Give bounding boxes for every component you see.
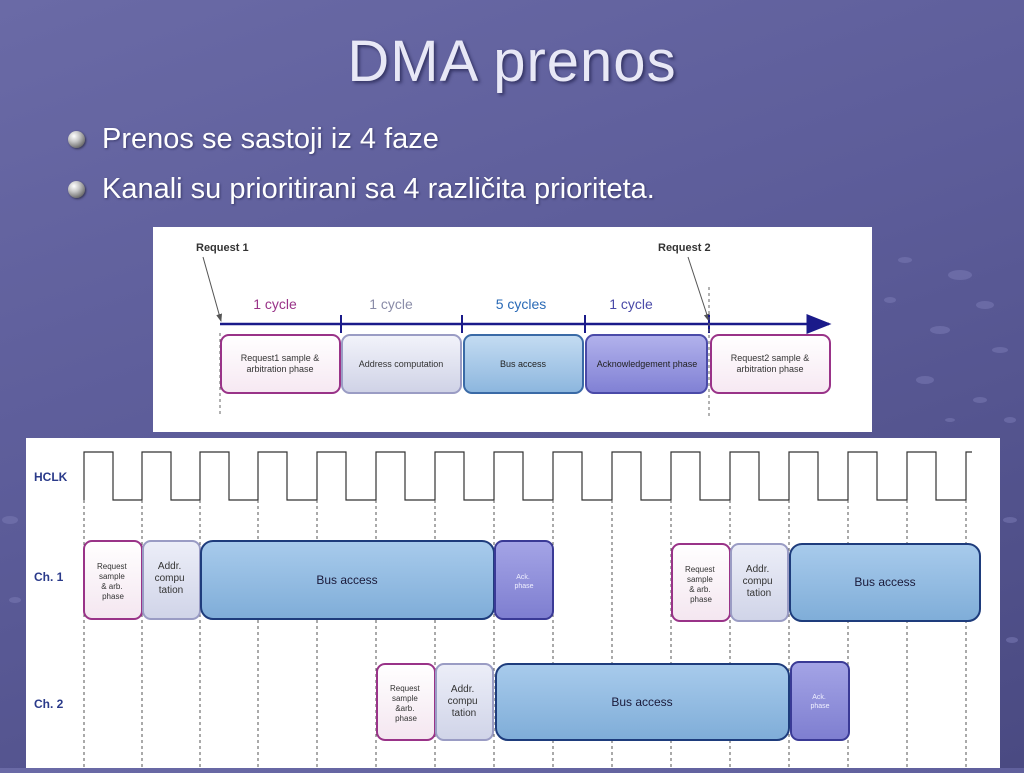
box-text: & arb. (689, 585, 710, 594)
request1-pointer (202, 256, 222, 322)
box-text: tation (159, 585, 183, 596)
box-text: Addr. (451, 684, 474, 695)
request1-label: Request 1 (196, 242, 249, 254)
box-text: & arb. (101, 582, 122, 591)
svg-text:Request sample & a: Request sample & arb. phase (685, 565, 717, 604)
box-text: Addr. (158, 561, 181, 572)
phase-box-text: Bus access (500, 359, 547, 369)
box-text: sample (392, 694, 418, 703)
box-text: phase (395, 714, 417, 723)
box-text: sample (99, 572, 125, 581)
svg-text:Ack. phase: Ack. phase (514, 574, 533, 590)
svg-text:Addr. compu tation: Addr. compu tation (743, 564, 776, 599)
box-text: sample (687, 575, 713, 584)
box-text: Request (685, 565, 716, 574)
phase-box-text: arbitration phase (246, 364, 313, 374)
request2-label: Request 2 (658, 242, 711, 254)
cycle-label: 1 cycle (609, 296, 653, 312)
slide-title: DMA prenos (347, 29, 677, 94)
cycle-label: 1 cycle (369, 296, 413, 312)
sphere-bullet-icon (68, 131, 85, 148)
box-text: Request (97, 562, 128, 571)
phase-box-text: Acknowledgement phase (597, 359, 698, 369)
bullet-text: Prenos se sastoji iz 4 faze (102, 123, 439, 155)
channel-label: Ch. 2 (34, 697, 64, 711)
svg-text:Addr. compu tation: Addr. compu tation (448, 684, 481, 719)
phase-box-text: Address computation (359, 359, 444, 369)
sphere-bullet-icon (68, 181, 85, 198)
phase-box-request1 (220, 334, 341, 394)
hclk-waveform (83, 451, 972, 501)
box-text: tation (747, 588, 771, 599)
timing-diagram: HCLK Ch. 1 Ch. 2 Request sample (26, 438, 1000, 768)
ch2-addr-box (435, 663, 494, 741)
cycle-label: 5 cycles (496, 296, 547, 312)
cycle-label: 1 cycle (253, 296, 297, 312)
bullet-list: Prenos se sastoji iz 4 faze Kanali su pr… (68, 120, 655, 220)
phase-box-request2 (710, 334, 831, 394)
box-text: Request (390, 684, 421, 693)
bullet-text: Kanali su prioritirani sa 4 različita pr… (102, 173, 655, 205)
phase-box-address (341, 334, 462, 394)
channel-label: Ch. 1 (34, 570, 64, 584)
box-text: tation (452, 708, 476, 719)
ch1-addr-box (730, 543, 789, 622)
bus-access-label: Bus access (854, 575, 915, 589)
phase-diagram: Request 1 Request 2 1 cycle 1 cycle 5 cy… (153, 227, 872, 432)
box-text: phase (102, 592, 124, 601)
bus-access-label: Bus access (316, 573, 377, 587)
svg-text:Addr. compu tation: Addr. compu tation (155, 561, 188, 596)
ch2-bus-box (495, 663, 790, 741)
svg-text:Ack. phase: Ack. phase (810, 694, 829, 710)
phase-box-text: Request1 sample & (241, 353, 320, 363)
bullet-item: Prenos se sastoji iz 4 faze (68, 120, 655, 170)
box-text: compu (155, 573, 185, 584)
box-text: Addr. (746, 564, 769, 575)
box-text: compu (743, 576, 773, 587)
bullet-item: Kanali su prioritirani sa 4 različita pr… (68, 170, 655, 220)
box-text: phase (810, 703, 829, 710)
ch1-bus-box (789, 543, 981, 622)
phase-box-bus (463, 334, 584, 394)
box-text: &arb. (395, 704, 414, 713)
request2-pointer (687, 256, 710, 322)
ch2-ack-box (790, 661, 850, 741)
svg-text:Request sample & a: Request sample & arb. phase (97, 562, 129, 601)
ch1-ack-box (494, 540, 554, 620)
bus-access-label: Bus access (611, 695, 672, 709)
phase-box-ack (585, 334, 708, 394)
phase-box-text: arbitration phase (736, 364, 803, 374)
box-text: phase (514, 583, 533, 590)
box-text: phase (690, 595, 712, 604)
svg-text:Request sample &ar: Request sample &arb. phase (390, 684, 422, 723)
box-text: Ack. (812, 694, 826, 701)
phase-box-text: Request2 sample & (731, 353, 810, 363)
box-text: compu (448, 696, 478, 707)
box-text: Ack. (516, 574, 530, 581)
clock-label: HCLK (34, 470, 68, 484)
